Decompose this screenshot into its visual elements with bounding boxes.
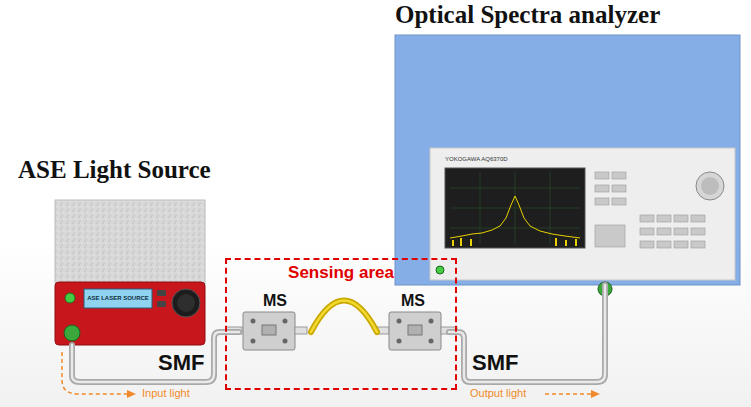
microstage: MS	[377, 292, 449, 352]
device-title: ASE Light Source	[18, 156, 211, 184]
fiber-mount	[377, 312, 457, 350]
fiber-label: SMF	[158, 350, 204, 376]
fiber-core	[449, 285, 605, 382]
direction-note: Output light	[470, 387, 526, 399]
stage-label: MS	[239, 292, 311, 310]
microstage: MS	[239, 292, 311, 352]
brand-text: YOKOGAWA AQ6370D	[445, 156, 508, 162]
device-title: Optical Spectra analyzer	[395, 1, 660, 29]
optical-fiber	[72, 332, 239, 382]
ase-source-device	[55, 200, 205, 345]
optical-fiber	[449, 285, 605, 382]
light-direction-head	[127, 390, 600, 398]
analyzer-device: Optical Spectra analyzerYOKOGAWA AQ6370D	[395, 35, 740, 285]
screen-text: ASE LASER SOURCE	[85, 290, 151, 307]
fiber-jacket	[311, 301, 377, 333]
fiber-jacket	[449, 285, 605, 382]
region-title: Sensing area	[227, 263, 455, 283]
fiber-label: SMF	[472, 350, 518, 376]
direction-note: Input light	[142, 387, 190, 399]
source-device: ASE Light SourceASE LASER SOURCE	[55, 200, 205, 345]
spectrum-analyzer-device	[395, 35, 740, 296]
fiber-core	[72, 332, 239, 382]
stage-label: MS	[377, 292, 449, 310]
sensing-region: Sensing areaMS MS	[225, 258, 457, 390]
optical-fiber	[311, 301, 377, 333]
fiber-core	[311, 301, 377, 333]
fiber-jacket	[72, 332, 239, 382]
